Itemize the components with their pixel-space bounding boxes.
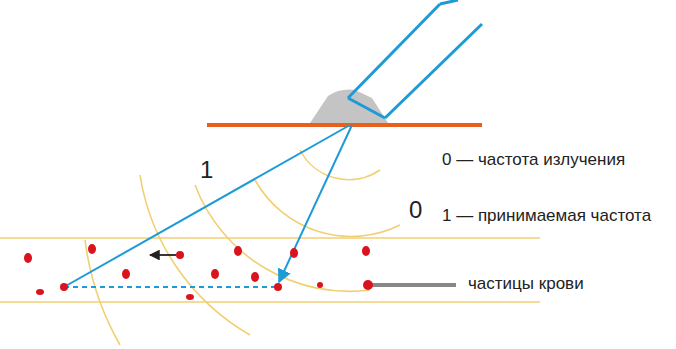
probe-body	[348, 0, 482, 118]
key-text: частицы крови	[466, 274, 586, 294]
particle-shift	[64, 286, 276, 288]
beam-number: 1	[198, 156, 215, 184]
key-particle	[363, 280, 373, 290]
flow-arrow	[150, 254, 176, 256]
beam-number: 0	[407, 196, 424, 224]
skin-surface	[207, 123, 482, 127]
key-text: 0 — частота излучения	[440, 150, 627, 170]
transducer-head	[310, 90, 388, 123]
emitted-beam	[279, 125, 352, 282]
vessel-wall	[0, 238, 540, 302]
blood-particle	[24, 244, 370, 300]
key-leader	[368, 283, 456, 287]
reflected-beam	[64, 125, 350, 287]
key-text: 1 — принимаемая частота	[440, 206, 653, 226]
